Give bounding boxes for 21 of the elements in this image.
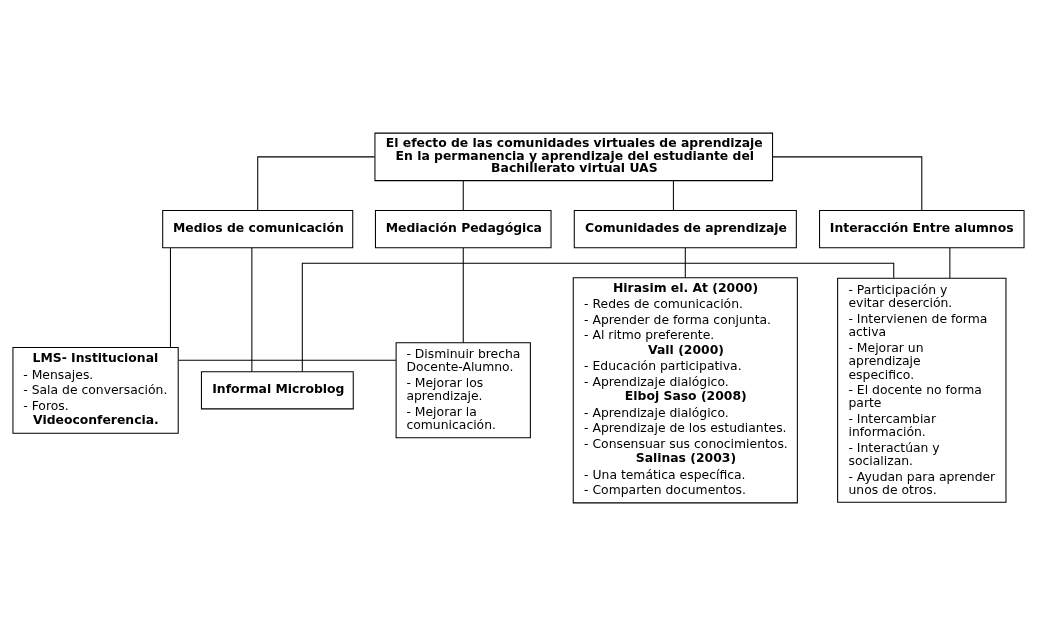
node-box: Informal Microblog [200, 371, 354, 410]
connector [301, 262, 895, 373]
connector [949, 247, 951, 279]
node-box: Comunidades de aprendizaje [573, 210, 797, 249]
connector [772, 156, 923, 212]
node-box: Hirasim el. At (2000) - Redes de comunicación. - Aprender de forma conjunta. - Al ritmo preferente. Vall (2000) - Educación participativa. - Aprendizaje dialógico. Elboj Saso (2008) - Aprendizaje dialógico. - Aprendizaje de los estudiantes. - Consensuar sus conocimientos. Salinas (2003) - Una temática específica. - Comparten documentos. [572, 277, 798, 504]
node-box: Interacción Entre alumnos [819, 210, 1025, 249]
connector [462, 180, 464, 211]
connector [684, 247, 686, 279]
connector [257, 156, 375, 212]
node-box: LMS- Institucional - Mensajes. - Sala de conversación. - Foros. Videoconferencia. [12, 346, 179, 434]
node-box: El efecto de las comunidades virtuales de aprendizaje En la permanencia y aprendizaje del estudiante del Bachillerato virtual UAS [374, 132, 774, 182]
connector [462, 247, 464, 344]
node-box: - Disminuir brecha Docente-Alumno. - Mejorar los aprendizaje. - Mejorar la comunicación. [395, 342, 531, 439]
connector [672, 180, 674, 211]
node-box: Mediación Pedagógica [374, 210, 552, 249]
node-box: Medios de comunicación [162, 210, 354, 249]
connector [178, 359, 397, 361]
connector [169, 247, 171, 348]
connector [251, 247, 253, 373]
node-box: - Participación y evitar deserción. - Intervienen de forma activa - Mejorar un aprendizaje especifico. - El docente no forma parte - Intercambiar información. - Interactúan y socializan. - Ayudan para aprender unos de otros. [837, 277, 1007, 503]
